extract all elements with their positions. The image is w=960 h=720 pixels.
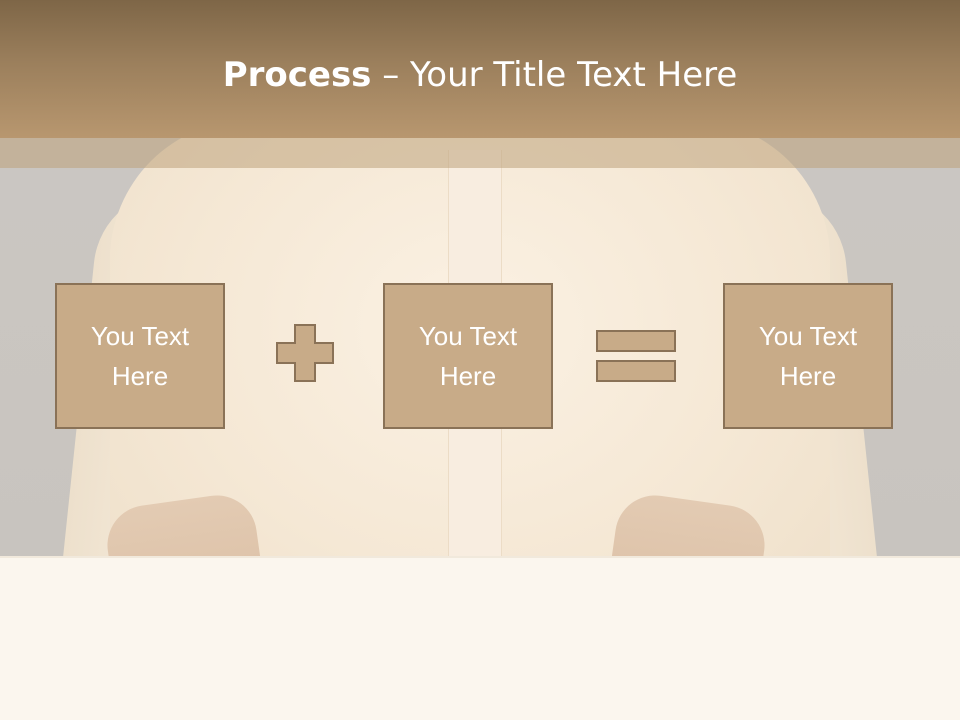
process-box-2[interactable]: You Text Here bbox=[383, 283, 553, 429]
title-bold-part: Process bbox=[222, 55, 372, 95]
process-box-1-text: You Text Here bbox=[90, 321, 190, 391]
slide-title[interactable]: Process – Your Title Text Here bbox=[0, 52, 960, 98]
process-box-2-text: You Text Here bbox=[418, 321, 518, 391]
equals-icon bbox=[596, 330, 676, 382]
header-shadow bbox=[0, 138, 960, 168]
plus-icon bbox=[276, 324, 334, 382]
header-band bbox=[0, 0, 960, 138]
title-rest-part: – Your Title Text Here bbox=[371, 55, 738, 95]
process-box-1[interactable]: You Text Here bbox=[55, 283, 225, 429]
blank-board bbox=[0, 556, 960, 720]
process-box-3-text: You Text Here bbox=[758, 321, 858, 391]
process-box-3[interactable]: You Text Here bbox=[723, 283, 893, 429]
